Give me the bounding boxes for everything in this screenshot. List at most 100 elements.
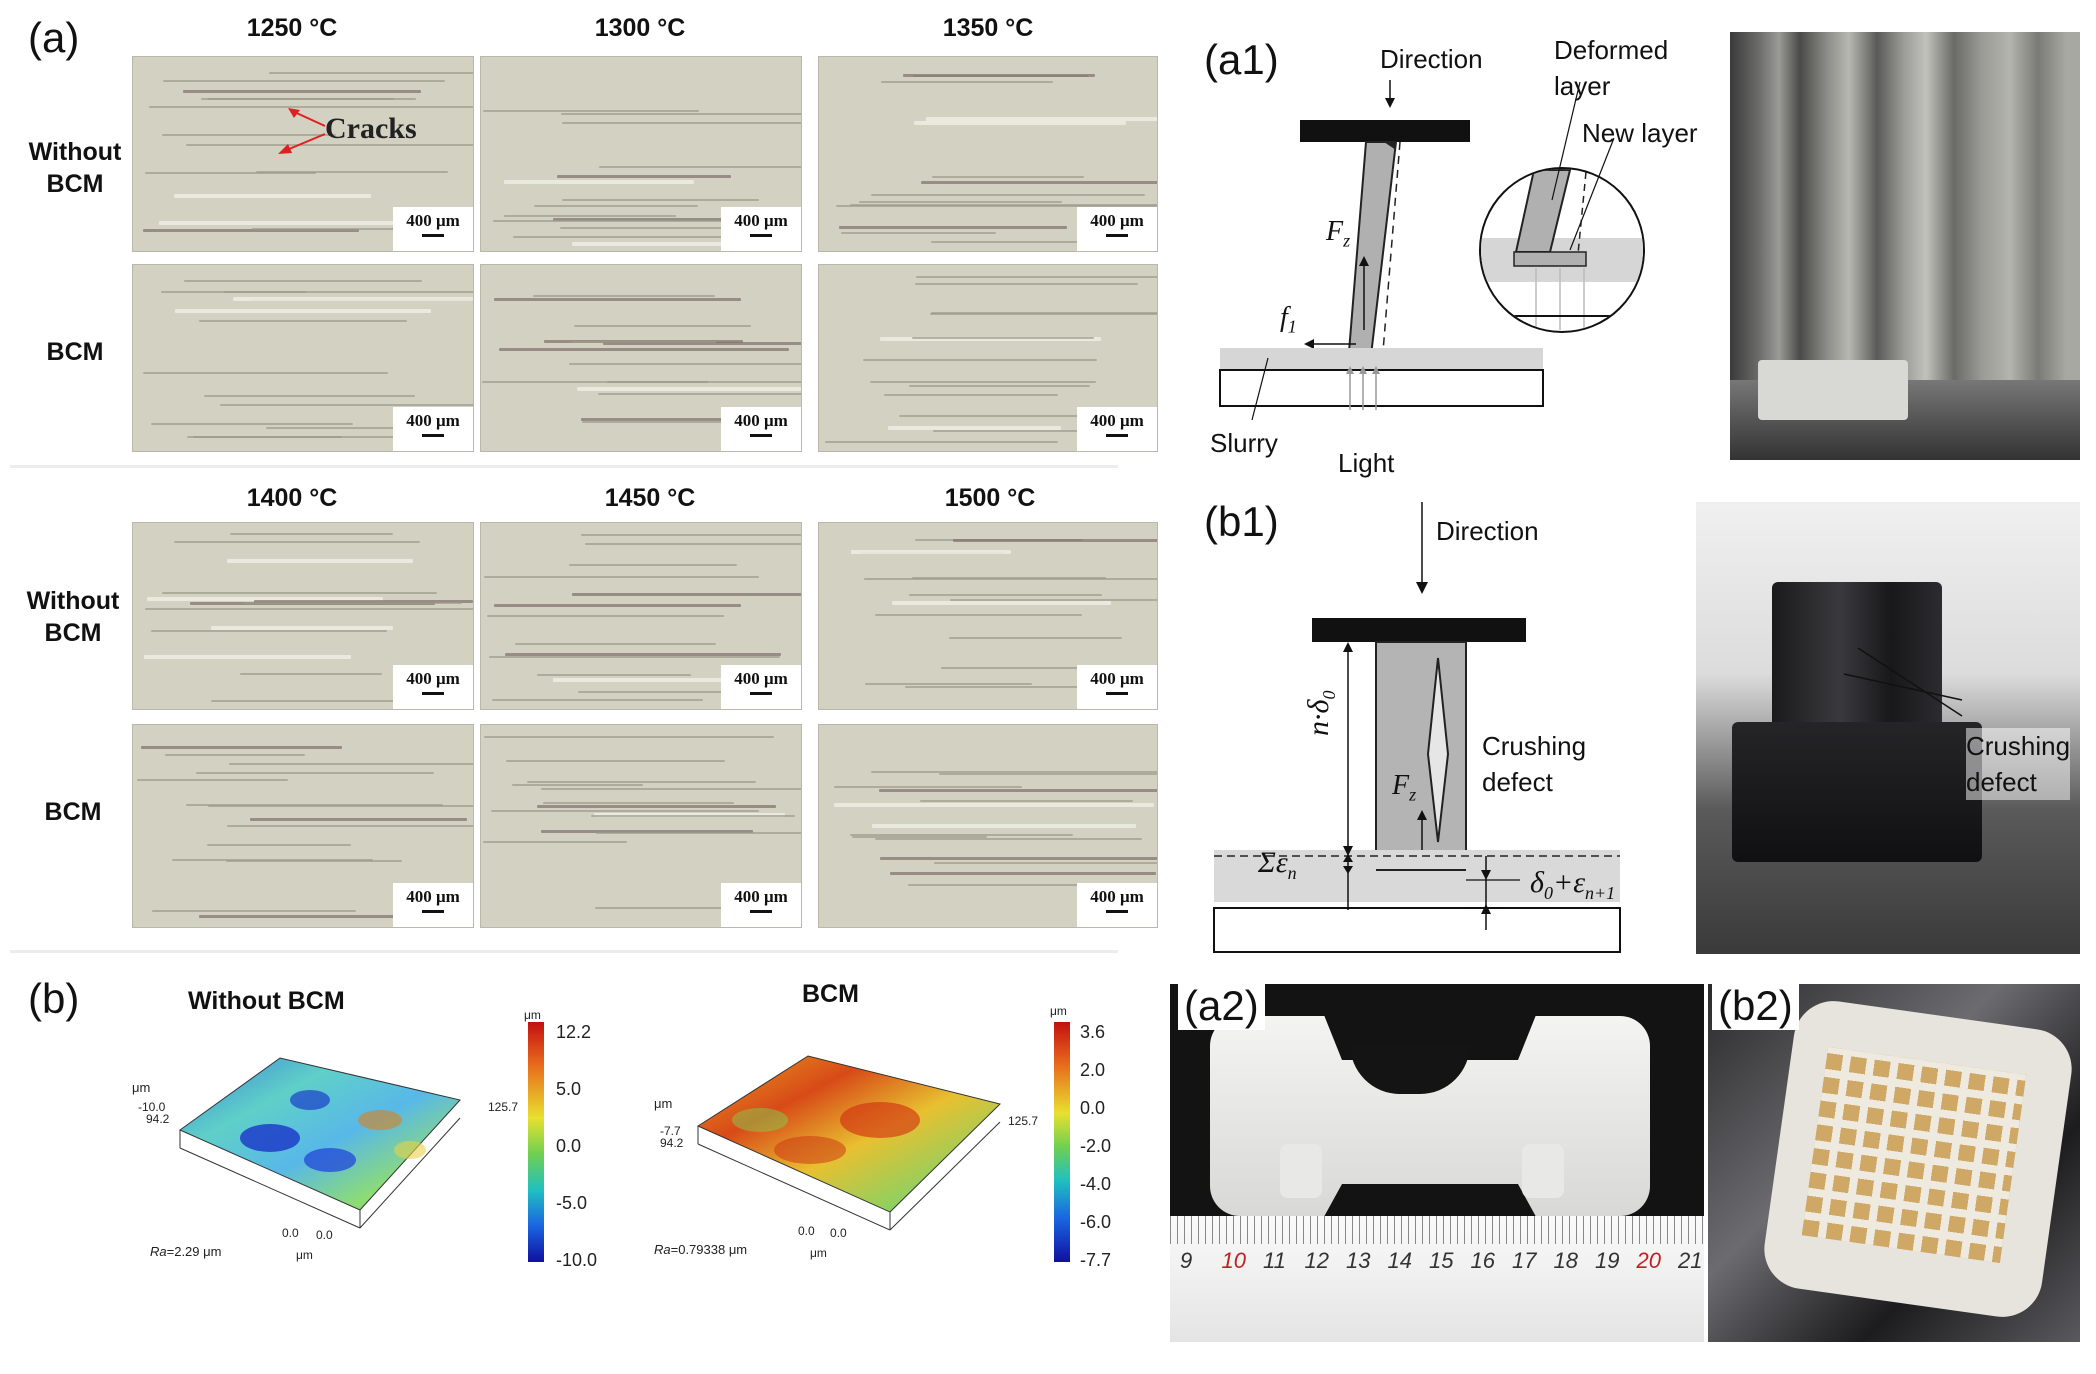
micrograph-streak <box>914 283 1139 286</box>
micrograph-streak <box>907 884 1141 887</box>
scale-bar-label: 400 μm <box>406 669 460 688</box>
micrograph-streak <box>183 89 422 93</box>
b1-delta-expr-label: δ0+εn+1 <box>1530 866 1615 904</box>
right-colorbar-tick: -7.7 <box>1080 1250 1112 1270</box>
micrograph-streak <box>899 414 1102 417</box>
micrograph-streak <box>158 220 465 225</box>
micrograph-streak <box>602 341 801 345</box>
right-colorbar-tick: -6.0 <box>1080 1212 1112 1232</box>
micrograph-streak <box>184 279 422 282</box>
b1-fz-sub: z <box>1409 784 1417 805</box>
row-label-without-bcm-top: Without BCM <box>20 136 130 200</box>
b1-sum-eps-sub: n <box>1287 863 1297 883</box>
micrograph-streak <box>239 673 382 676</box>
micrograph-streak <box>594 906 746 909</box>
panel-b-label: (b) <box>28 975 80 1022</box>
micrograph-b10: 400 μm <box>132 724 474 928</box>
micrograph-streak <box>537 673 691 676</box>
micrograph-streak <box>875 838 1143 841</box>
micrograph-streak <box>574 325 751 328</box>
left-colorbar <box>528 1022 544 1262</box>
micrograph-streak <box>920 799 1133 802</box>
ruler-number: 14 <box>1387 1248 1412 1273</box>
micrograph-b12: 400 μm <box>818 724 1158 928</box>
a1-f1-main: f <box>1280 302 1288 333</box>
right-z-unit: μm <box>654 1096 673 1111</box>
right-origin-a: 0.0 <box>798 1224 815 1238</box>
micrograph-streak <box>561 122 801 125</box>
b1-delta-plus: +ε <box>1552 866 1586 899</box>
micrograph-streak <box>598 393 801 396</box>
micrograph-streak <box>584 542 801 545</box>
micrograph-streak <box>834 786 1022 789</box>
right-colorbar-tick: -2.0 <box>1080 1136 1112 1156</box>
left-ra-prefix: Ra <box>150 1244 167 1259</box>
ruler-number: 15 <box>1429 1248 1454 1273</box>
right-z-val: -7.7 <box>660 1124 681 1138</box>
micrograph-b02: 400 μm <box>818 522 1158 710</box>
left-colorbar-tick: 12.2 <box>556 1022 592 1042</box>
micrograph-streak <box>871 771 1157 774</box>
micrograph-streak <box>225 859 402 862</box>
row-label-bcm-suffix: BCM <box>46 170 104 198</box>
micrograph-streak <box>210 625 393 630</box>
row-label-without: Without <box>26 587 120 615</box>
micrograph-streak <box>484 576 759 579</box>
micrograph-streak <box>491 810 760 813</box>
micrograph-streak <box>570 340 716 343</box>
scale-bar-label: 400 μm <box>734 411 788 430</box>
micrograph-streak <box>186 803 444 806</box>
b1-photo-crushing-line1: Crushing <box>1966 731 2071 761</box>
temp-1250: 1250 °C <box>246 14 338 42</box>
micrograph-streak <box>146 597 384 602</box>
micrograph-streak <box>576 386 801 391</box>
micrograph-streak <box>540 787 801 790</box>
right-cb-unit: μm <box>1050 1004 1067 1018</box>
a1-direction-label: Direction <box>1380 44 1483 74</box>
micrograph-streak <box>909 384 1090 387</box>
b1-photo-pointers <box>1843 647 1963 717</box>
micrograph-streak <box>569 362 801 365</box>
b1-crushing-defect-label: Crushing defect <box>1482 728 1586 800</box>
micrograph-streak <box>572 592 801 596</box>
ruler-number: 19 <box>1595 1248 1620 1273</box>
micrograph-streak <box>142 228 360 232</box>
micrograph-streak <box>487 614 725 617</box>
b1-photo-crushing-label: Crushing defect <box>1966 728 2071 800</box>
left-colorbar-tick: 0.0 <box>556 1136 582 1156</box>
micrograph-streak <box>949 636 1122 639</box>
temp-1400: 1400 °C <box>246 484 338 512</box>
right-colorbar <box>1054 1022 1070 1262</box>
panel-b2-label: (b2) <box>1712 982 1799 1030</box>
a1-fz-label: Fz <box>1326 216 1350 252</box>
scale-bar: 400 μm <box>1077 207 1157 251</box>
scale-bar-label: 400 μm <box>734 211 788 230</box>
ruler-number: 12 <box>1304 1248 1329 1273</box>
micrograph-streak <box>888 426 1062 431</box>
left-colorbar-tick: -5.0 <box>556 1193 588 1213</box>
row-label-without: Without <box>28 138 122 166</box>
micrograph-streak <box>841 232 996 235</box>
scale-bar: 400 μm <box>721 883 801 927</box>
micrograph-t02: 400 μm <box>818 56 1158 252</box>
micrograph-streak <box>931 241 1151 244</box>
b1-fz-main: F <box>1392 770 1410 801</box>
scale-bar: 400 μm <box>1077 665 1157 709</box>
micrograph-streak <box>227 558 413 563</box>
micrograph-streak <box>195 771 434 774</box>
ruler-number: 9 <box>1180 1248 1193 1273</box>
b1-n-delta-label: n·δ0 <box>1302 691 1340 736</box>
micrograph-b00: 400 μm <box>132 522 474 710</box>
micrograph-streak <box>162 79 446 82</box>
micrograph-streak <box>880 857 1157 861</box>
surface-title-bcm: BCM <box>802 980 859 1008</box>
micrograph-streak <box>892 600 1111 605</box>
micrograph-streak <box>252 228 473 231</box>
ruler-number: 18 <box>1553 1248 1578 1273</box>
a1-deformed-line1: Deformed <box>1554 35 1669 65</box>
a1-deformed-line2: layer <box>1554 71 1611 101</box>
micrograph-streak <box>492 699 704 702</box>
micrograph-streak <box>533 295 715 298</box>
scale-bar-line <box>750 234 772 237</box>
ruler-number: 21 <box>1678 1248 1703 1273</box>
